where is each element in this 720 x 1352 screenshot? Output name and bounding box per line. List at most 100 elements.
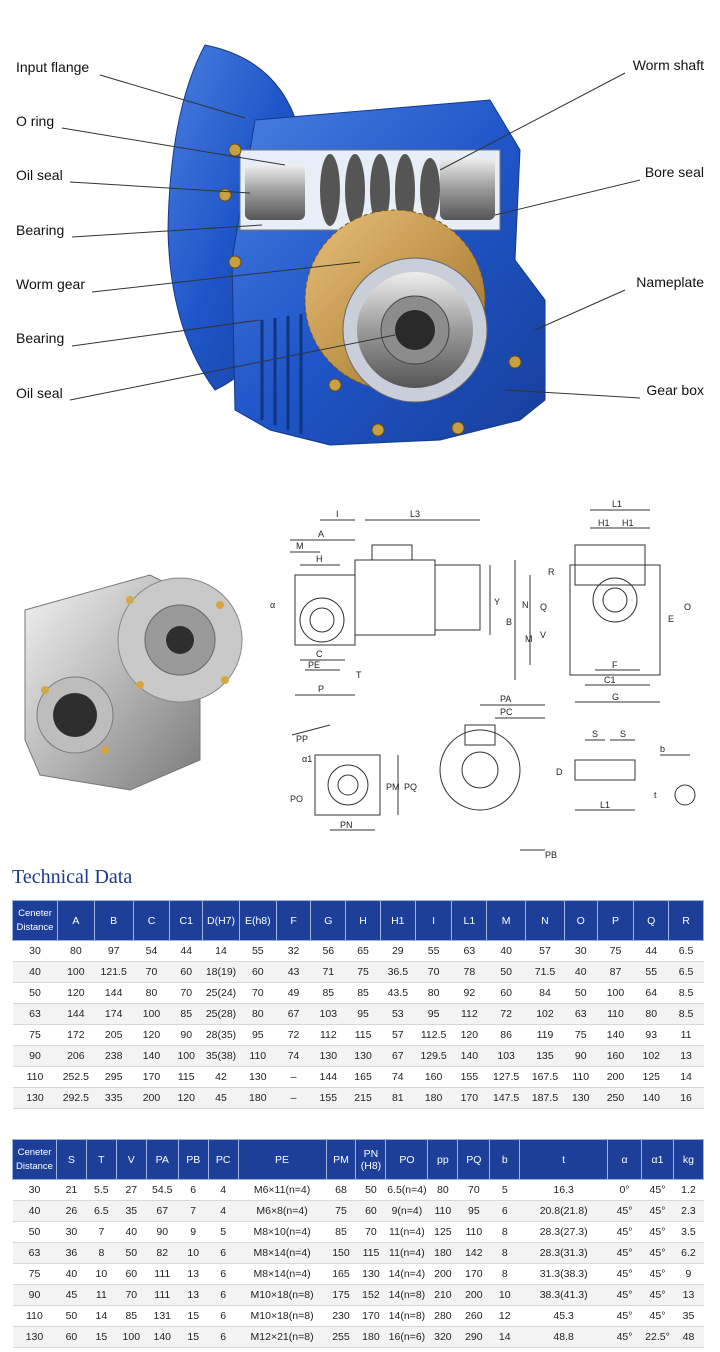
table-cell: 120 (451, 1024, 487, 1046)
table-cell: 14(n=8) (385, 1284, 428, 1306)
table-cell: 75 (564, 1024, 598, 1046)
table-cell: 144 (57, 1003, 95, 1025)
table-cell: 75 (12, 1024, 58, 1046)
table-cell: 78 (451, 961, 487, 983)
table-cell: 60 (56, 1326, 87, 1348)
table-cell: 40 (12, 961, 58, 983)
dimension-label: O (684, 602, 691, 612)
table-cell: 43 (276, 961, 311, 983)
table-cell: 110 (12, 1066, 58, 1088)
table-cell: 50 (486, 961, 526, 983)
table-cell: 36.5 (380, 961, 416, 983)
dimension-label: PM (386, 782, 400, 792)
table-cell: 1.2 (673, 1179, 704, 1201)
table-cell: 70 (239, 982, 277, 1004)
table-cell: 85 (326, 1221, 356, 1243)
table-cell: M6×11(n=4) (238, 1179, 327, 1201)
table-cell: 4 (208, 1200, 239, 1222)
table-cell: 6.5 (668, 940, 704, 962)
table-cell: 71.5 (525, 961, 565, 983)
table-cell: 8.5 (668, 1003, 704, 1025)
table-cell: 45° (607, 1284, 642, 1306)
table-cell: 6.5 (668, 961, 704, 983)
table2-header-cell: PC (207, 1139, 239, 1180)
table-cell: 175 (326, 1284, 356, 1306)
table-cell: 210 (427, 1284, 458, 1306)
technical-data-title: Technical Data (12, 866, 133, 888)
table-cell: 45° (641, 1221, 674, 1243)
table-cell: M6×8(n=4) (238, 1200, 327, 1222)
table-cell: 174 (94, 1003, 134, 1025)
table-cell: 45.3 (519, 1305, 608, 1327)
table-cell: 140 (146, 1326, 179, 1348)
table-cell: 30 (12, 1179, 57, 1201)
table-cell: 6.5(n=4) (385, 1179, 428, 1201)
table-cell: 72 (486, 1003, 526, 1025)
table-cell: 57 (380, 1024, 416, 1046)
table-cell: 30 (564, 940, 598, 962)
table-cell: 230 (326, 1305, 356, 1327)
table-cell: 25(24) (202, 982, 240, 1004)
table-cell: 6 (208, 1263, 239, 1285)
table-cell: 60 (486, 982, 526, 1004)
table-cell: 14 (202, 940, 240, 962)
table-cell: 28.3(31.3) (519, 1242, 608, 1264)
table-cell: 172 (57, 1024, 95, 1046)
table-cell: 120 (57, 982, 95, 1004)
table-cell: 115 (345, 1024, 381, 1046)
dimension-label: L1 (612, 499, 622, 509)
dimension-label: PQ (404, 782, 417, 792)
table-cell: 180 (427, 1242, 458, 1264)
table1-header-cell: O (563, 900, 598, 941)
table1-header-cell: N (525, 900, 565, 941)
table-cell: 6 (208, 1305, 239, 1327)
table1-header-cell: P (596, 900, 635, 941)
table-cell: 70 (169, 982, 203, 1004)
table-cell: 6 (178, 1179, 209, 1201)
table-cell: 63 (451, 940, 487, 962)
table-cell: 125 (633, 1066, 669, 1088)
table-cell: 6.5 (86, 1200, 117, 1222)
table-cell: 16.3 (519, 1179, 608, 1201)
table-cell: 85 (310, 982, 346, 1004)
table-cell: 80 (239, 1003, 277, 1025)
table-cell: 13 (668, 1045, 704, 1067)
table-cell: 170 (451, 1087, 487, 1109)
table-cell: 110 (457, 1221, 490, 1243)
table-cell: 4 (208, 1179, 239, 1201)
table2-header-cell: t (519, 1139, 609, 1180)
table-cell: 13 (178, 1284, 209, 1306)
table-cell: 70 (415, 961, 452, 983)
table-cell: 165 (326, 1263, 356, 1285)
table-cell: 57 (525, 940, 565, 962)
table-cell: 112.5 (415, 1024, 452, 1046)
table-cell: 95 (457, 1200, 490, 1222)
table-cell: 63 (12, 1003, 58, 1025)
table-cell: 180 (239, 1087, 277, 1109)
table1-header-cell: R (668, 900, 704, 941)
table-cell: 11 (86, 1284, 117, 1306)
table-cell: 200 (457, 1284, 490, 1306)
table-cell: 72 (276, 1024, 311, 1046)
table-cell: 45° (607, 1221, 642, 1243)
table-cell: 45° (641, 1200, 674, 1222)
dimension-label: H1 (598, 518, 610, 528)
table-cell: 110 (239, 1045, 277, 1067)
table-cell: 54 (133, 940, 170, 962)
table-cell: 10 (86, 1263, 117, 1285)
table-cell: 80 (57, 940, 95, 962)
table-cell: 90 (169, 1024, 203, 1046)
table1-header-cell: H (345, 900, 381, 941)
table-cell: 93 (633, 1024, 669, 1046)
table-cell: 115 (355, 1242, 386, 1264)
table-cell: 8 (86, 1242, 117, 1264)
table-cell: 160 (415, 1066, 452, 1088)
table-cell: 155 (451, 1066, 487, 1088)
table-cell: 11 (668, 1024, 704, 1046)
callout-input-flange: Input flange (16, 59, 90, 75)
